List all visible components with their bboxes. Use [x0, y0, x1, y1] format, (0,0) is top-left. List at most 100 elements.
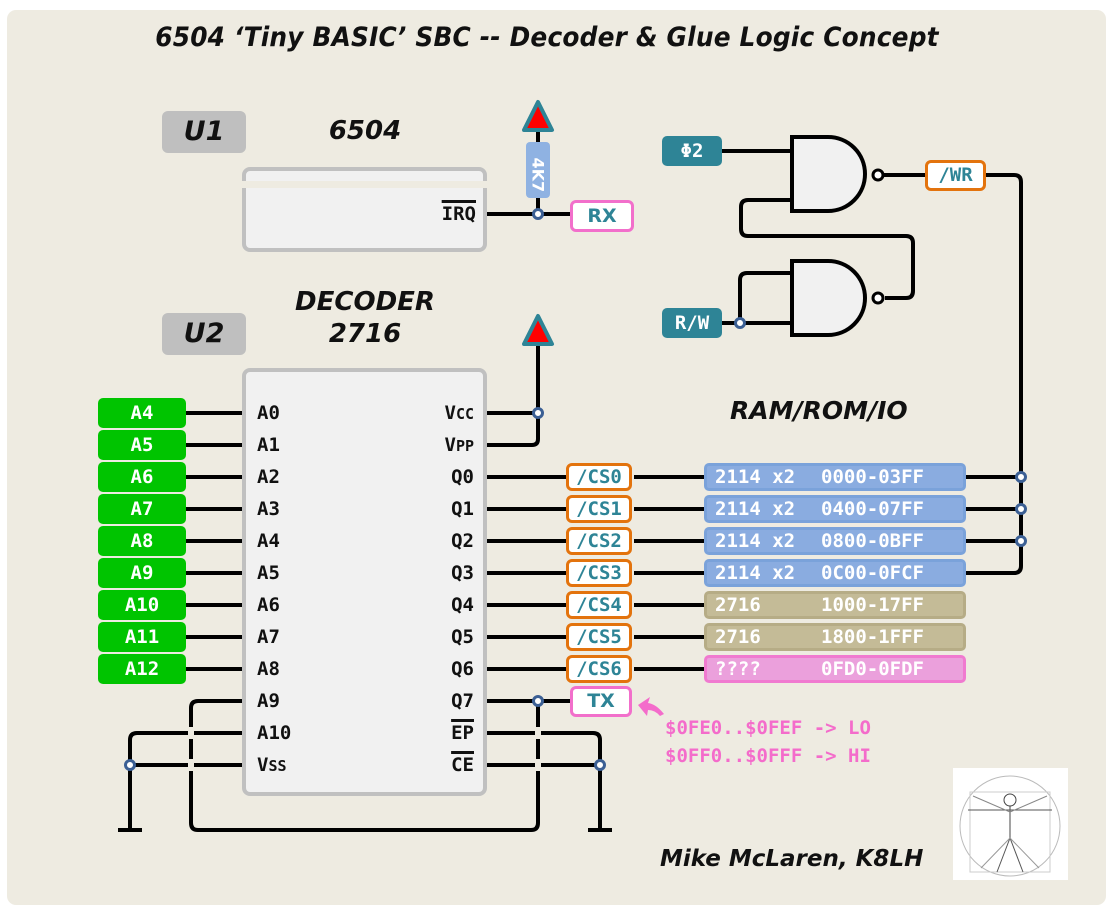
gate2-feedback-wire [739, 198, 915, 300]
address-input-label: A10 [98, 590, 186, 620]
vpp-wire [486, 413, 540, 447]
u2-pin-right: VCC [444, 402, 474, 424]
u2-pin-vcc-sub: CC [455, 405, 474, 423]
u1-chip [242, 167, 487, 252]
memory-block: 2716 1000-17FF [704, 591, 966, 619]
address-input-label: A8 [98, 526, 186, 556]
u2-pin-left: A7 [257, 626, 280, 648]
u2-pin-left: VSS [257, 754, 287, 776]
nand-gate-2 [790, 259, 885, 337]
address-input-label: A4 [98, 398, 186, 428]
u1-name: 6504 [328, 116, 402, 146]
memory-block: 2114 x2 0400-07FF [704, 495, 966, 523]
vitruvian-man-logo [953, 768, 1068, 880]
author-credit: Mike McLaren, K8LH [660, 846, 924, 872]
nand-gate-1 [790, 135, 885, 213]
u2-pin-left: A2 [257, 466, 280, 488]
vcc-arrow-icon-u1 [522, 100, 554, 132]
u2-pin-right: Q4 [451, 594, 474, 616]
pullup-resistor-value: 4K7 [528, 157, 548, 193]
wr-bus-wire [966, 173, 1023, 575]
wr-signal: /WR [925, 160, 986, 191]
u2-pin-right: Q1 [451, 498, 474, 520]
u2-pin-left: A0 [257, 402, 280, 424]
memory-device: 2716 [715, 626, 761, 648]
ep-gnd-wire [486, 731, 602, 830]
memory-block: ???? 0FD0-0FDF [704, 655, 966, 683]
memory-device: 2114 x2 [715, 466, 796, 488]
memory-range: 0FD0-0FDF [821, 658, 924, 680]
u2-name-line1: DECODER [295, 287, 435, 317]
phi2-signal: Φ2 [662, 136, 722, 166]
vcc-wire [486, 342, 540, 415]
u2-pin-right: VPP [444, 434, 474, 456]
u2-pin-left: A8 [257, 658, 280, 680]
u2-pin-vss-sub: SS [268, 757, 287, 775]
memory-block: 2716 1800-1FFF [704, 623, 966, 651]
u2-chip [242, 368, 487, 796]
u2-pin-right: Q3 [451, 562, 474, 584]
q-output-wires [486, 475, 566, 671]
address-input-label: A6 [98, 462, 186, 492]
u2-pin-right: Q0 [451, 466, 474, 488]
a9-loop-wire [189, 699, 540, 832]
rw-branch-wire [738, 271, 792, 323]
address-input-label: A12 [98, 654, 186, 684]
u1-pin-irq: IRQ [441, 203, 476, 225]
memory-map-title: RAM/ROM/IO [730, 396, 908, 425]
u1-chip-break [242, 181, 487, 188]
chip-select-label: /CS0 [566, 463, 632, 491]
address-input-label: A9 [98, 558, 186, 588]
tx-note-hi: $0FF0..$0FFF -> HI [665, 745, 871, 767]
memory-range: 1800-1FFF [821, 626, 924, 648]
u2-pin-left: A9 [257, 690, 280, 712]
u2-pin-right: Q2 [451, 530, 474, 552]
u2-pin-right: CE [451, 754, 474, 776]
memory-device: ???? [715, 658, 761, 680]
u2-pin-left: A3 [257, 498, 280, 520]
cs-to-memory-wires [634, 475, 706, 671]
address-wires [186, 411, 244, 671]
u2-tag: U2 [162, 313, 246, 355]
chip-select-label: /CS4 [566, 591, 632, 619]
address-input-label: A5 [98, 430, 186, 460]
page-title: 6504 ‘Tiny BASIC’ SBC -- Decoder & Glue … [155, 22, 939, 53]
u2-pin-left: A5 [257, 562, 280, 584]
chip-select-label: /CS3 [566, 559, 632, 587]
vitruvian-man-icon [959, 775, 1061, 877]
memory-block: 2114 x2 0800-0BFF [704, 527, 966, 555]
a10-gnd-wire [128, 731, 244, 830]
memory-range: 0800-0BFF [821, 530, 924, 552]
memory-device: 2114 x2 [715, 498, 796, 520]
memory-device: 2716 [715, 594, 761, 616]
memory-range: 0C00-0FCF [821, 562, 924, 584]
u1-tag: U1 [162, 111, 246, 153]
u2-pin-right: Q6 [451, 658, 474, 680]
rw-signal: R/W [662, 308, 722, 338]
address-input-label: A7 [98, 494, 186, 524]
tx-pointer-arrow-icon [638, 697, 664, 716]
tx-note-lo: $0FE0..$0FEF -> LO [665, 717, 871, 739]
tx-label: TX [570, 686, 632, 717]
u2-pin-left: A6 [257, 594, 280, 616]
u2-pin-left: A4 [257, 530, 280, 552]
u2-pin-left: A1 [257, 434, 280, 456]
chip-select-labels: /CS0/CS1/CS2/CS3/CS4/CS5/CS6 [566, 463, 632, 687]
memory-range: 1000-17FF [821, 594, 924, 616]
memory-range: 0400-07FF [821, 498, 924, 520]
chip-select-label: /CS2 [566, 527, 632, 555]
u2-pin-vpp-sub: PP [455, 437, 474, 455]
memory-device: 2114 x2 [715, 530, 796, 552]
u2-pin-right: EP [451, 722, 474, 744]
chip-select-label: /CS5 [566, 623, 632, 651]
u2-name-line2: 2716 [328, 319, 402, 349]
address-input-label: A11 [98, 622, 186, 652]
vcc-arrow-icon-u2 [522, 314, 554, 346]
